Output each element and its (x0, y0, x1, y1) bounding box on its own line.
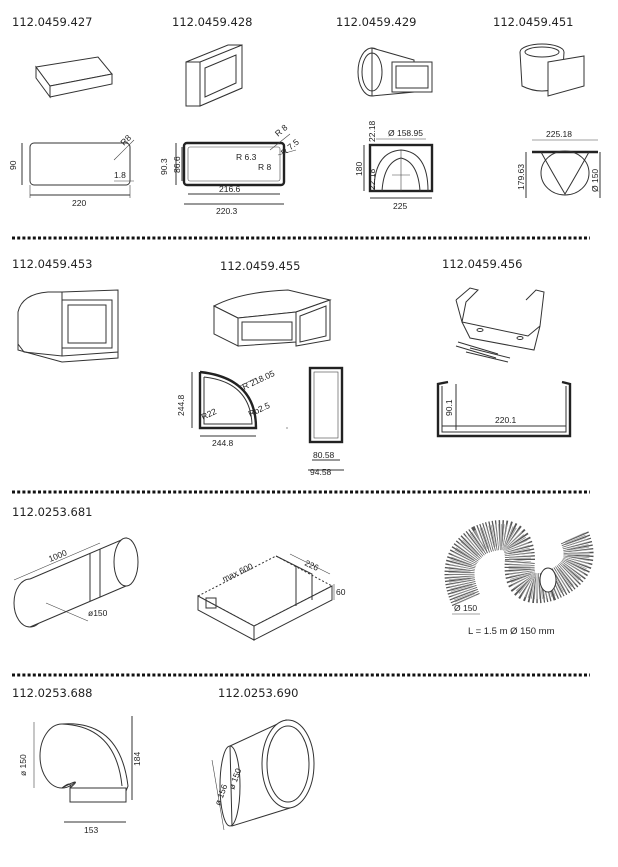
product-code: 112.0459.427 (12, 15, 92, 29)
dimension-label: ø 156 (212, 783, 229, 807)
product-code: 112.0459.429 (336, 15, 416, 29)
flat-channel-drawing (21, 139, 135, 198)
dimension-label: 225 (393, 201, 407, 211)
wall-bracket-illustration (455, 287, 545, 363)
dimension-label: R 8 (258, 162, 272, 172)
dimension-label: 244.8 (212, 438, 234, 448)
flexible-hose-illustration (444, 520, 594, 615)
dimension-label: R 6.3 (236, 152, 257, 162)
dimension-label: R22 (200, 406, 219, 422)
product-code: 112.0253.688 (12, 686, 92, 700)
product-code: 112.0459.428 (172, 15, 252, 29)
horizontal-elbow-section (286, 366, 344, 471)
dimension-label: 220.1 (495, 415, 517, 425)
dimension-label: R 7.5 (279, 137, 301, 158)
dimension-label: 22.18 (367, 168, 377, 190)
hose-note: L = 1.5 m Ø 150 mm (468, 626, 555, 637)
connector-frame-illustration (185, 44, 243, 107)
dimension-label: ø150 (88, 608, 108, 618)
product-code: 112.0459.453 (12, 257, 92, 271)
dimension-label: ø 150 (18, 754, 28, 776)
dimension-label: 94.58 (310, 467, 332, 477)
product-code: 112.0459.455 (220, 259, 300, 273)
horizontal-elbow-drawing (191, 370, 258, 437)
round-pipe-illustration (13, 537, 139, 628)
round-outlet-illustration (519, 43, 585, 97)
connector-frame-drawing (175, 133, 297, 205)
wall-bracket-drawing (436, 380, 572, 438)
product-code: 112.0459.451 (493, 15, 573, 29)
product-code: 112.0253.681 (12, 505, 92, 519)
dimension-label: 216.6 (219, 184, 241, 194)
dimension-label: 180 (354, 162, 364, 176)
horizontal-elbow-illustration (212, 289, 332, 347)
dimension-label: Ø 150 (590, 169, 600, 192)
dimension-label: Ø 158.95 (388, 128, 423, 138)
dimension-label: 225.18 (546, 129, 572, 139)
dimension-label: R8 (118, 132, 133, 147)
dimension-label: 90.3 (159, 158, 169, 175)
dimension-label: 86.6 (172, 156, 182, 173)
flat-hose-illustration (196, 553, 335, 641)
dimension-label: 244.8 (176, 394, 186, 416)
round-adapter-illustration (357, 47, 433, 97)
dimension-label: 179.63 (516, 164, 526, 190)
dimension-label: 22.18 (367, 120, 377, 142)
pipe-connector-illustration (211, 719, 315, 831)
dimension-label: max 600 (221, 561, 255, 584)
product-code: 112.0253.690 (218, 686, 298, 700)
dimension-label: 1.8 (114, 170, 126, 180)
dimension-label: 153 (84, 825, 98, 835)
dimension-label: 80.58 (313, 450, 335, 460)
flat-channel-illustration (35, 56, 113, 99)
vertical-elbow-illustration (17, 289, 119, 363)
round-outlet-drawing (525, 139, 601, 198)
dimension-label: 220.3 (216, 206, 238, 216)
dimension-label: 60 (336, 587, 346, 597)
round-adapter-drawing (363, 138, 434, 199)
product-code: 112.0459.456 (442, 257, 522, 271)
dimension-label: 220 (72, 198, 86, 208)
dimension-label: 90.1 (444, 399, 454, 416)
dimension-label: Ø 150 (454, 603, 477, 613)
dimension-label: 184 (132, 752, 142, 766)
bend-illustration (33, 716, 133, 823)
dimension-label: R 218.05 (241, 368, 277, 392)
dimension-label: 90 (8, 160, 18, 170)
